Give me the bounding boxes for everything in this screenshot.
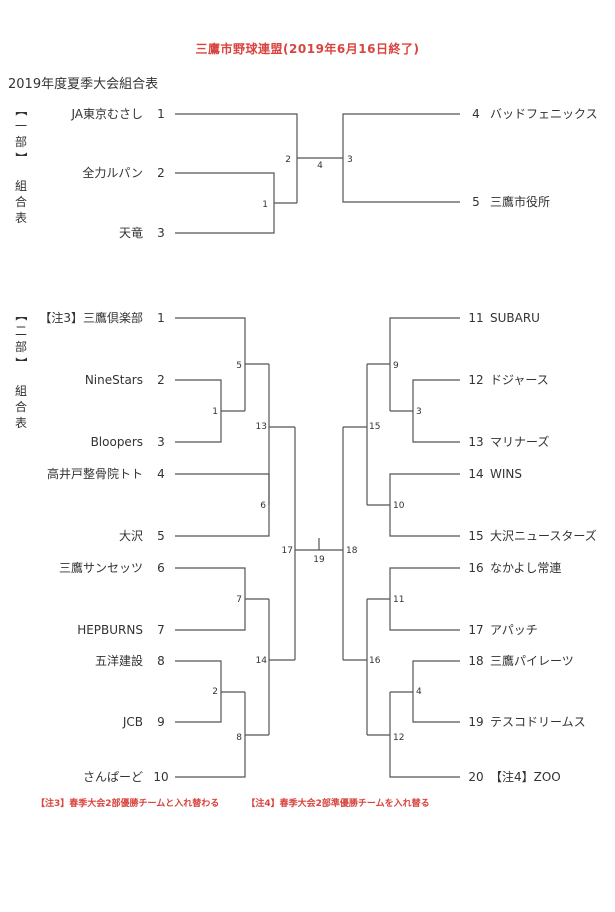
team-number: 6 <box>157 561 165 575</box>
match-label: 10 <box>393 501 405 511</box>
team-name: 【注4】ZOO <box>490 769 561 784</box>
match-label: 7 <box>236 595 242 605</box>
team-name: JCB <box>122 715 143 729</box>
division2-label: 【二部】組合表 <box>14 308 28 430</box>
match-label: 16 <box>369 656 381 666</box>
team-name: 高井戸整骨院トト <box>47 466 143 481</box>
team-number: 10 <box>153 770 168 784</box>
team-name: 三鷹サンセッツ <box>59 560 143 575</box>
team-name: アパッチ <box>490 623 538 637</box>
match-label: 14 <box>256 656 268 666</box>
bracket-line <box>342 113 460 203</box>
team-number: 3 <box>157 435 165 449</box>
match-label: 5 <box>236 361 242 371</box>
team-number: 5 <box>472 195 480 209</box>
team-number: 7 <box>157 623 165 637</box>
team-number: 15 <box>468 529 483 543</box>
team-number: 4 <box>472 107 480 121</box>
note-3: 【注3】春季大会2部優勝チームと入れ替わる <box>36 799 220 809</box>
team-number: 2 <box>157 373 165 387</box>
bracket-line <box>175 692 246 778</box>
team-number: 17 <box>468 623 483 637</box>
bracket-line <box>175 172 275 234</box>
page-subtitle: 2019年度夏季大会組合表 <box>8 77 159 92</box>
team-number: 19 <box>468 715 483 729</box>
team-number: 16 <box>468 561 483 575</box>
bracket-line <box>389 692 460 778</box>
match-label: 15 <box>369 422 380 432</box>
match-label: 13 <box>256 422 267 432</box>
bracket-line <box>175 567 246 631</box>
team-name: ドジャース <box>490 373 549 387</box>
match-label: 2 <box>212 687 218 697</box>
team-name: 五洋建設 <box>95 653 143 668</box>
page-title: 三鷹市野球連盟(2019年6月16日終了) <box>195 42 420 56</box>
team-name: Bloopers <box>91 435 143 449</box>
team-number: 13 <box>468 435 483 449</box>
match-label: 4 <box>317 161 323 171</box>
team-name: SUBARU <box>490 311 540 325</box>
match-label: 4 <box>416 687 422 697</box>
division1-label: 【一部】組合表 <box>14 103 28 225</box>
team-name: JA東京むさし <box>70 107 143 121</box>
team-number: 11 <box>468 311 483 325</box>
team-name: 大沢ニュースターズ <box>490 528 597 543</box>
team-name: テスコドリームス <box>490 715 586 729</box>
match-label: 19 <box>313 555 325 565</box>
match-label: 2 <box>285 155 291 165</box>
notes: 【注3】春季大会2部優勝チームと入れ替わる 【注4】春季大会2部準優勝チームを入… <box>36 796 454 809</box>
match-label: 17 <box>282 546 293 556</box>
match-label: 6 <box>260 501 266 511</box>
bracket-line <box>389 317 460 411</box>
note-4: 【注4】春季大会2部準優勝チームを入れ替る <box>246 799 430 809</box>
team-name: バッドフェニックス <box>490 107 598 121</box>
team-name: 大沢 <box>119 529 143 543</box>
team-name: NineStars <box>85 373 143 387</box>
team-number: 1 <box>157 311 165 325</box>
match-label: 9 <box>393 361 399 371</box>
team-name: 全力ルパン <box>82 165 143 180</box>
team-number: 1 <box>157 107 165 121</box>
team-name: マリナーズ <box>490 434 549 449</box>
match-label: 12 <box>393 733 404 743</box>
match-label: 8 <box>236 733 242 743</box>
match-label: 18 <box>346 546 358 556</box>
team-name: 三鷹パイレーツ <box>490 653 574 668</box>
team-number: 18 <box>468 654 483 668</box>
bracket-line <box>175 473 270 537</box>
team-name: さんぱーど <box>83 770 143 784</box>
team-name: なかよし常連 <box>490 561 561 575</box>
team-name: 【注3】三鷹倶楽部 <box>39 310 143 325</box>
team-name: 三鷹市役所 <box>490 194 550 209</box>
match-label: 1 <box>212 407 218 417</box>
match-label: 3 <box>347 155 353 165</box>
team-number: 4 <box>157 467 165 481</box>
match-label: 11 <box>393 595 404 605</box>
team-name: 天竜 <box>119 226 143 240</box>
team-number: 8 <box>157 654 165 668</box>
team-number: 12 <box>468 373 483 387</box>
match-label: 3 <box>416 407 422 417</box>
team-number: 14 <box>468 467 483 481</box>
match-label: 1 <box>262 200 268 210</box>
team-name: HEPBURNS <box>77 623 143 637</box>
bracket-line <box>175 317 246 411</box>
team-number: 20 <box>468 770 483 784</box>
team-number: 5 <box>157 529 165 543</box>
team-name: WINS <box>490 467 522 481</box>
bracket-line <box>175 113 298 203</box>
team-number: 2 <box>157 166 165 180</box>
team-number: 3 <box>157 226 165 240</box>
team-number: 9 <box>157 715 165 729</box>
